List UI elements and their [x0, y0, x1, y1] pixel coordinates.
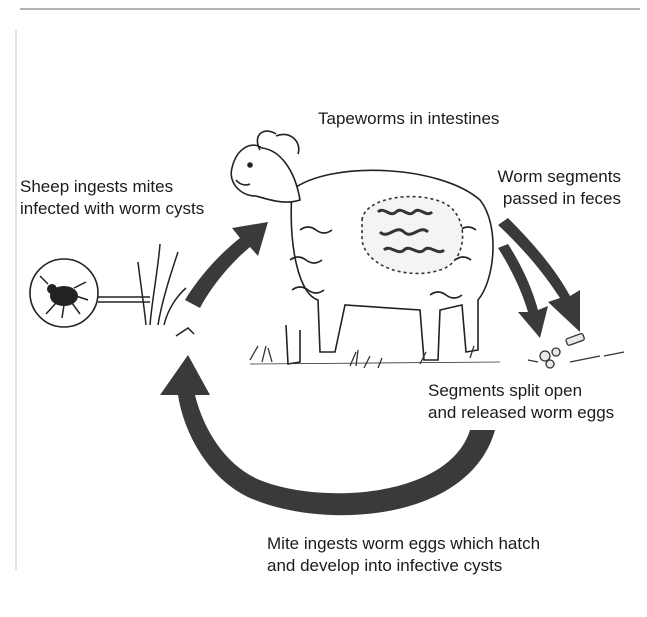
mite-ingests-label: Mite ingests worm eggs which hatch and d…	[267, 533, 540, 577]
worm-segments-label: Worm segments passed in feces	[498, 166, 621, 210]
grass-tuft	[138, 244, 194, 336]
sheep-ingests-label: Sheep ingests mites infected with worm c…	[20, 176, 204, 220]
arrow-to-sheep	[185, 222, 268, 308]
worm-segments-feces	[528, 333, 624, 368]
tapeworms-label: Tapeworms in intestines	[318, 108, 499, 130]
segments-split-label: Segments split open and released worm eg…	[428, 380, 614, 424]
mite-magnified-circle	[30, 259, 150, 327]
sheep-illustration	[231, 131, 493, 364]
